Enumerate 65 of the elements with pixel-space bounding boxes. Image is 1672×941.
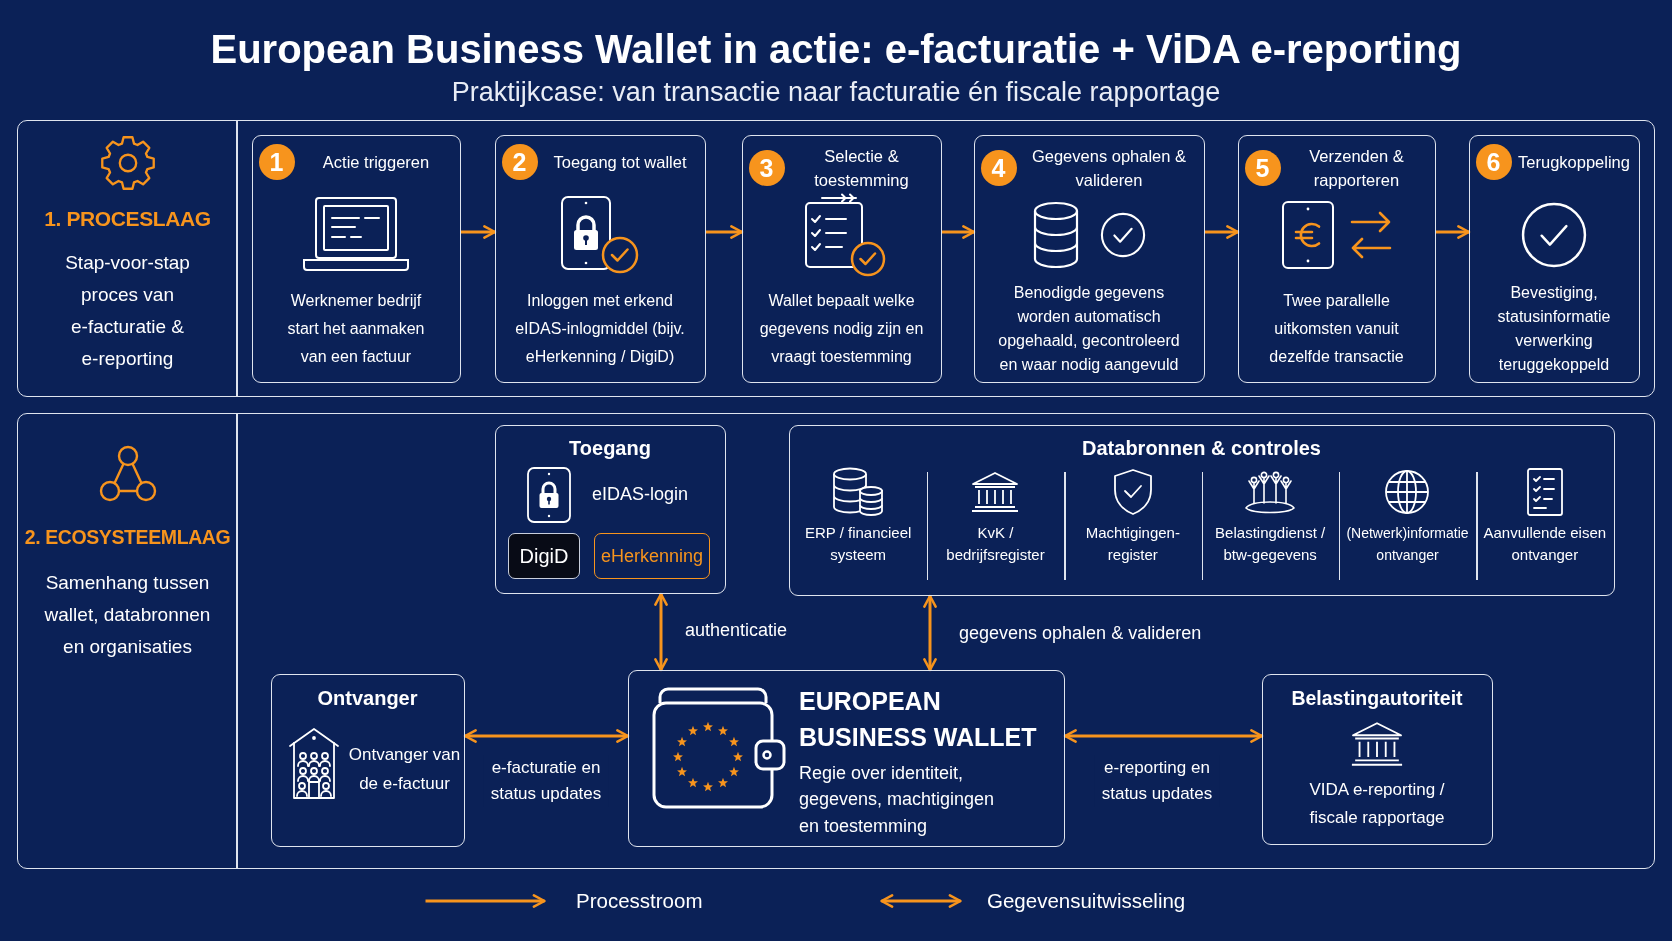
- title: European Business Wallet in actie: e-facturatie + ViDA e-reporting: [210, 26, 1462, 73]
- layer-band: [17, 120, 1655, 397]
- layer-description: Stap-voor-stap proces van e-facturatie & e-reporting: [64, 251, 191, 371]
- step-title: Gegevens ophalen & valideren: [1030, 145, 1188, 191]
- arrow: [1205, 225, 1240, 239]
- wallet-panel: [627, 669, 1065, 847]
- login-option-tag: eHerkenning: [594, 533, 710, 579]
- data-sources-panel: [788, 424, 1615, 596]
- login-label: eIDAS-login: [592, 483, 689, 506]
- arrow: [461, 225, 497, 239]
- source-label: KvK / bedrijfsregister: [945, 522, 1046, 565]
- source-label: Aanvullende eisen ontvanger: [1482, 522, 1608, 565]
- double-arrow: [463, 729, 630, 743]
- panel-description: Ontvanger van de e-factuur: [347, 743, 462, 795]
- double-arrow: [654, 592, 668, 672]
- source-label: (Netwerk)informatie ontvanger: [1345, 523, 1470, 565]
- subtitle: Praktijkcase: van transactie naar facturatie én fiscale rapportage: [451, 76, 1221, 108]
- process-step-card: [1237, 134, 1436, 383]
- step-description: Benodigde gegevens worden automatisch opgehaald, gecontroleerd en waar nodig aangevuld: [997, 282, 1181, 375]
- process-step-card: [251, 134, 461, 383]
- panel-title: Belastingautoriteit: [1291, 685, 1463, 710]
- process-step-card: [494, 134, 706, 383]
- step-description: Wallet bepaalt welke gegevens nodig zijn en vraagt toestemming: [758, 290, 925, 367]
- panel-description: Regie over identiteit, gegevens, machtigingen en toestemming: [799, 761, 996, 838]
- step-number: 4: [980, 149, 1017, 186]
- arrow: [942, 225, 976, 239]
- panel-title: Databronnen & controles: [1082, 435, 1321, 460]
- step-description: Bevestiging, statusinformatie verwerking teruggekoppeld: [1496, 282, 1612, 375]
- source-label: Belastingdienst / btw-gegevens: [1214, 522, 1327, 565]
- process-step-card: [741, 134, 942, 383]
- wallet-title: EUROPEAN BUSINESS WALLET: [799, 685, 1038, 753]
- double-arrow: [1063, 729, 1264, 743]
- legend-label: Processtroom: [576, 888, 703, 914]
- arrow: [1436, 225, 1471, 239]
- double-arrow: [923, 594, 937, 672]
- source-label: ERP / financieel systeem: [803, 522, 913, 565]
- recipient-panel: [270, 673, 465, 847]
- step-description: Inloggen met erkend eIDAS-inlogmiddel (bijv. eHerkenning / DigiD): [514, 290, 686, 367]
- access-panel: [494, 424, 726, 594]
- step-title: Terugkoppeling: [1518, 151, 1630, 173]
- step-number: 6: [1475, 143, 1512, 180]
- panel-title: Ontvanger: [317, 685, 418, 710]
- process-step-card: [973, 134, 1205, 383]
- step-title: Actie triggeren: [322, 151, 430, 173]
- layer-heading: 1. PROCESLAAG: [44, 207, 211, 231]
- step-description: Twee parallelle uitkomsten vanuit dezelfde transactie: [1268, 290, 1405, 367]
- layer-description: Samenhang tussen wallet, databronnen en organisaties: [43, 571, 212, 659]
- step-number: 5: [1244, 149, 1281, 186]
- step-number: 2: [501, 143, 538, 180]
- panel-description: VIDA e-reporting / fiscale rapportage: [1308, 778, 1446, 829]
- layer-band: [17, 413, 1655, 869]
- step-number: 3: [748, 149, 785, 186]
- step-title: Toegang tot wallet: [553, 151, 687, 173]
- login-option-tag: DigiD: [508, 533, 580, 579]
- step-number: 1: [258, 143, 295, 180]
- panel-title: Toegang: [569, 435, 651, 460]
- step-title: Verzenden & rapporteren: [1308, 145, 1405, 191]
- process-step-card: [1468, 134, 1640, 383]
- step-description: Werknemer bedrijf start het aanmaken van een factuur: [286, 290, 426, 367]
- arrow: [706, 225, 744, 239]
- source-label: Machtigingen- register: [1084, 522, 1181, 565]
- layer-heading: 2. ECOSYSTEEMLAAG: [24, 525, 231, 549]
- tax-authority-panel: [1261, 673, 1493, 845]
- legend-label: Gegevensuitwisseling: [987, 888, 1186, 914]
- step-title: Selectie & toestemming: [813, 145, 910, 191]
